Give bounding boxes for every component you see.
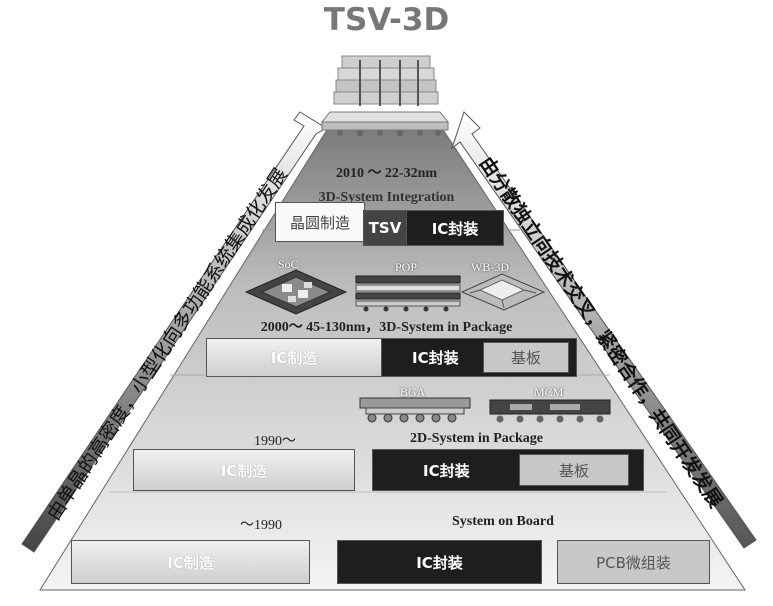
box-ic-packaging: IC封装: [406, 210, 504, 246]
tier-board-era: ～1990: [240, 518, 282, 533]
diagram-title: TSV-3D: [323, 2, 450, 38]
tier-sip2d-era: 1990～: [254, 434, 296, 449]
label-soc: SoC: [278, 257, 299, 271]
mcm-package-image: [489, 399, 611, 423]
tsv-stack-icon: [320, 55, 450, 136]
box-ic-fab: IC制造: [206, 338, 382, 377]
box-tsv: TSV: [363, 210, 407, 246]
box-substrate: 基板: [483, 342, 569, 373]
box-ic-fab: IC制造: [71, 540, 310, 584]
label-wb3d: WB-3D: [471, 260, 509, 274]
box-ic-packaging: IC封装: [337, 540, 542, 584]
right-arrow: [451, 111, 757, 549]
box-substrate: 基板: [519, 454, 629, 486]
soc-chip-image: [244, 269, 348, 315]
tier-tsv3d-era: 2010 ～ 22-32nm: [335, 166, 438, 181]
wb3d-package-image: [460, 273, 546, 311]
tier-sip3d-era: 2000～ 45-130nm，3D-System in Package: [260, 320, 513, 335]
tier-sip2d-stage: 2D-System in Package: [410, 431, 543, 446]
tier-board-stage: System on Board: [452, 514, 554, 529]
box-ic-fab: IC制造: [133, 449, 355, 491]
bga-package-image: [359, 397, 471, 423]
box-pcb-assembly: PCB微组装: [557, 540, 710, 584]
label-bga: BGA: [400, 385, 426, 399]
tier-tsv3d-stage: 3D-System Integration: [318, 190, 455, 205]
pop-package-image: [355, 275, 461, 312]
label-pop: POP: [395, 260, 418, 274]
label-mcm: MCM: [534, 385, 564, 399]
box-wafer-fab: 晶圆制造: [275, 202, 365, 242]
